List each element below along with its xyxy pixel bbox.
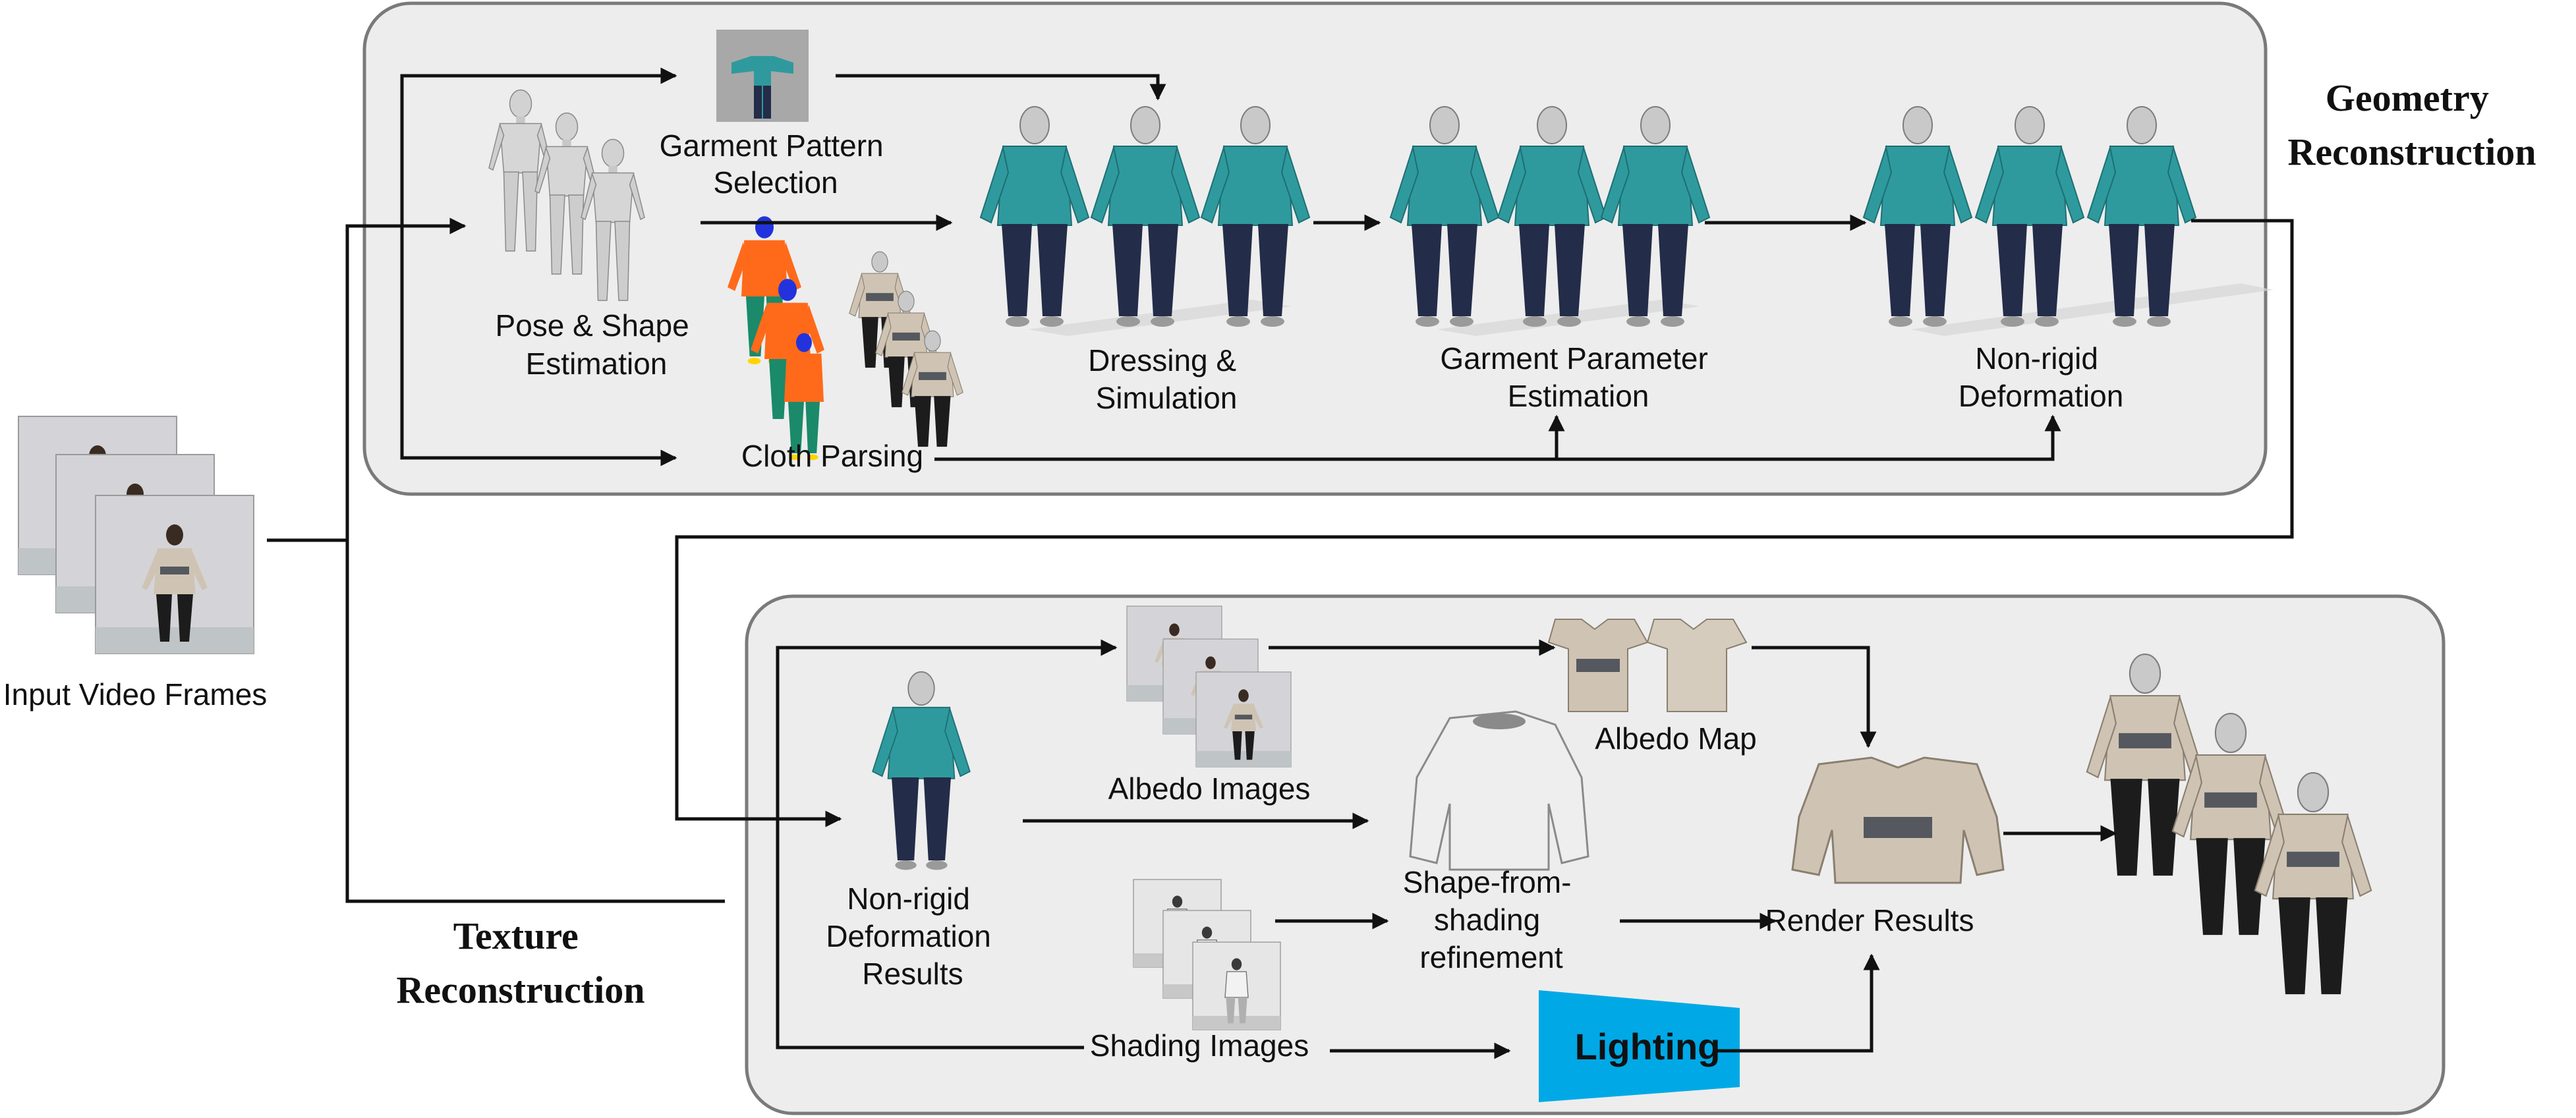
input-frames-image: [18, 416, 254, 654]
geometry-panel: [362, 1, 2268, 496]
sfs-label: Shape-from- shading refinement: [1403, 865, 1580, 974]
garment-param-label: Garment Parameter Estimation: [1440, 341, 1716, 413]
nonrigid-deformation-image: [1863, 106, 2274, 336]
garment-parameter-image: [1390, 106, 1710, 336]
albedo-images-label: Albedo Images: [1108, 771, 1311, 806]
dressing-label: Dressing & Simulation: [1088, 343, 1245, 415]
nonrigid-label: Non-rigid Deformation: [1959, 341, 2124, 413]
sfs-refinement-image: [1409, 710, 1589, 871]
render-results-label: Render Results: [1765, 903, 1974, 937]
albedo-map-image: [1547, 619, 1748, 712]
lighting-box: [1539, 990, 1740, 1102]
texture-title: Texture Reconstruction: [397, 914, 645, 1011]
cloth-parsing-image: [728, 216, 963, 461]
pose-shape-label: Pose & Shape Estimation: [496, 308, 698, 381]
lighting-label: Lighting: [1575, 1026, 1721, 1067]
shading-images-label: Shading Images: [1090, 1028, 1309, 1063]
flow-arrows: [267, 67, 2294, 1059]
nonrigid-results-label: Non-rigid Deformation Results: [826, 881, 999, 991]
geometry-title: Geometry Reconstruction: [2288, 76, 2536, 173]
cloth-parsing-label: Cloth Parsing: [741, 439, 923, 473]
input-frames-label: Input Video Frames: [3, 677, 268, 712]
render-results-image: [1791, 756, 2005, 884]
garment-pattern-label: Garment Pattern Selection: [660, 128, 892, 200]
garment-pattern-image: [716, 30, 809, 122]
albedo-map-label: Albedo Map: [1595, 721, 1757, 756]
dressing-simulation-image: [980, 106, 1310, 336]
